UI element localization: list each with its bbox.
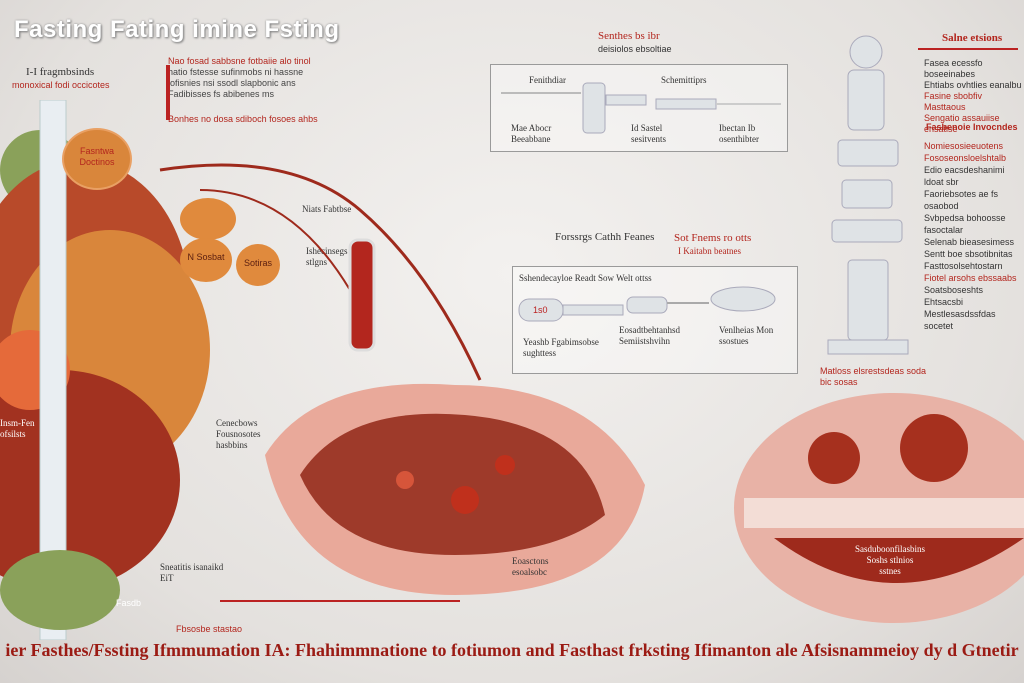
note-line: Sentt boe sbsotibnitas <box>924 249 1013 259</box>
note-line: Fiotel arsohs ebssaabs <box>924 273 1017 283</box>
left-notes: Nao fosad sabbsne fotbaiie alo tinol hat… <box>168 56 468 125</box>
mid-box-header: Sshendecayloe Readt Sow Welt ottss <box>519 273 652 283</box>
stent-label: Niats Fabtbse <box>302 204 352 214</box>
slab-label: Eoasctons esoalsobc <box>512 556 549 577</box>
mid-box-label: Eosadtbehtanhsd Semiistshvihn <box>619 325 680 346</box>
tube-illustration <box>518 286 776 322</box>
bottom-label-3: Fbsosbe stastao <box>176 624 243 634</box>
tissue-cross-section <box>265 383 645 595</box>
box-label-mid: Schemittiprs <box>661 75 707 85</box>
mid-title-left: Forssrgs Cathh Feanes <box>555 231 655 243</box>
box-row-item: Id Sastel sesitvents <box>631 123 666 144</box>
note-line: Mestlesasdssfdas socetet <box>924 309 996 331</box>
mid-title-right: Sot Fnems ro otts <box>674 232 752 244</box>
right-organ-text: Sasduboonfilasbins Soshs stlnios sstnes <box>840 544 940 577</box>
note-line: Edio eacsdeshanimi ldoat sbr <box>924 165 1005 187</box>
tube-label: Ishecinsegs stlgns <box>306 246 348 267</box>
bottom-label: Sneatitis isanaikd EiT <box>160 562 224 583</box>
orange-node <box>180 198 236 240</box>
note-line: Faoriebsotes ae fs osaobod <box>924 189 999 211</box>
cross-section-label: Cenecbows Fousnosotes hasbbins <box>216 418 261 450</box>
note-line: Soatsboseshts Ehtsacsbi <box>924 285 984 307</box>
center-subtitle: deisiolos ebsoltiae <box>598 44 672 54</box>
right-title: Salne etsions <box>942 32 1003 44</box>
right-top-notes: Fasea ecessfo boseeinabes Ehtiabs ovhtli… <box>924 58 1024 135</box>
orange-node: Fasntwa Doctinos <box>62 128 132 190</box>
accent-bar <box>166 65 170 120</box>
note-line: lofisnies nsi ssodl slapbonic ans <box>168 78 296 88</box>
right-title-rule <box>918 48 1018 50</box>
left-heading: I-I fragmbsinds <box>26 66 95 78</box>
right-mid-notes: Nomiesosieeuotens Fososeonsloelshtalb Ed… <box>924 140 1024 332</box>
orange-node-label: N Sosbat <box>187 252 225 262</box>
bottom-label-2: Fasdb <box>116 598 142 608</box>
right-organ-line: sstnes <box>879 566 901 576</box>
right-organ-line: Sasduboonfilasbins <box>854 544 925 554</box>
note-line: Fadibisses fs abibenes ms <box>168 89 275 99</box>
liver-illustration <box>0 100 210 640</box>
caption: ier Fasthes/Fssting Ifmmumation IA: Fhah… <box>5 640 1019 660</box>
note-line: Nao fosad sabbsne fotbaiie alo tinol <box>168 56 311 66</box>
right-foot-note: Matloss elsrestsdeas soda bic sosas <box>820 366 927 387</box>
box-row-item: Ibectan Ib osenthibter <box>719 123 759 144</box>
device-column-illustration <box>827 35 909 355</box>
organ-label: Insm-Fen ofsilsts <box>0 418 35 439</box>
right-organ-line: Soshs stlnios <box>866 555 914 565</box>
note-line: Ehtiabs ovhtlies eanalbu <box>924 80 1022 90</box>
orange-node-label: Sotiras <box>243 258 272 268</box>
box-row-item: Mae Abocr Beeabbane <box>511 123 552 144</box>
process-box-mid: Sshendecayloe Readt Sow Welt ottss 1s0 Y… <box>512 266 798 374</box>
note-line: Fasttosolsehtostarn <box>924 261 1003 271</box>
note-line: Svbpedsa bohoosse fasoctalar <box>924 213 1006 235</box>
vessel-illustration <box>159 163 482 381</box>
note-line: Bonhes no dosa sdiboch fosoes ahbs <box>168 114 318 124</box>
syringe-illustration <box>501 82 781 134</box>
box-label-left: Fenithdiar <box>529 75 566 85</box>
orange-node: Sotiras <box>236 244 280 286</box>
note-line: Selenab bieasesimess <box>924 237 1015 247</box>
note-line: Fasea ecessfo boseeinabes <box>924 58 983 79</box>
orange-node: N Sosbat <box>180 238 232 282</box>
mid-title-right2: I Kaitabn beatnes <box>678 246 741 256</box>
note-line: hatio fstesse sufinmobs ni hassne <box>168 67 304 77</box>
red-rule <box>220 600 460 602</box>
center-title: Senthes bs ibr <box>598 30 660 42</box>
pill-label: 1s0 <box>533 305 548 315</box>
note-line: Fasine sbobfiv Masttaous <box>924 91 983 112</box>
note-line: Sengatio assauiise ensatise <box>924 113 1000 134</box>
orange-node-label: Fasntwa Doctinos <box>79 146 115 167</box>
process-box-top: Fenithdiar Schemittiprs Mae Abocr Beeabb… <box>490 64 788 152</box>
note-line: Fososeonsloelshtalb <box>924 153 1007 163</box>
note-line: Nomiesosieeuotens <box>924 141 1004 151</box>
mid-box-label: Venlheias Mon ssostues <box>719 325 774 346</box>
page-title: Fasting Fating imine Fsting <box>14 16 340 43</box>
right-mid-title: Fasbenoie Invocndes <box>926 122 1018 132</box>
mid-box-label: Yeashb Fgabimsobse sughttess <box>523 337 599 358</box>
left-subheading: monoxical fodi occicotes <box>12 80 110 90</box>
tissue-right-section <box>734 393 1024 623</box>
